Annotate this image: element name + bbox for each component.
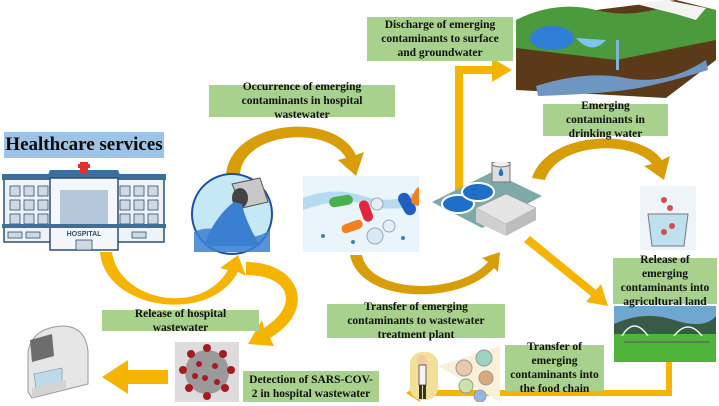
treatment-plant-icon [432, 162, 542, 236]
pharmaceuticals-in-water-image [303, 176, 419, 252]
sars-cov-2-virus-image [175, 342, 239, 402]
arrow-plant-to-groundwater [455, 58, 512, 192]
drinking-water-glass-image [640, 186, 696, 250]
arrow-plant-to-drinking [532, 138, 670, 180]
arrow-pipe-to-virus [246, 262, 298, 346]
pipe-discharge-icon [191, 173, 273, 255]
label-discharge: Discharge of emerging contaminants to su… [367, 17, 513, 61]
food-chain-illustration [410, 346, 500, 402]
arrow-hospital-to-pipe [100, 252, 246, 305]
arrow-pills-to-plant [350, 252, 500, 295]
label-detection: Detection of SARS-COV-2 in hospital wast… [243, 371, 379, 402]
arrow-virus-to-analyzer [102, 360, 168, 394]
hospital-sign: HOSPITAL [67, 231, 103, 238]
hospital-icon: HOSPITAL [2, 162, 166, 251]
arrow-pipe-to-pills [226, 126, 364, 176]
label-release-hospital: Release of hospital wastewater [102, 308, 259, 334]
label-occurrence: Occurrence of emerging contaminants in h… [209, 81, 395, 121]
pcr-analyzer-machine-icon [27, 325, 89, 399]
healthcare-services-title: Healthcare services [4, 132, 164, 158]
label-release-agri: Release of emerging contaminants into ag… [613, 254, 717, 308]
groundwater-landscape-image [516, 0, 716, 98]
arrow-plant-to-agri [524, 236, 608, 306]
title-text: Healthcare services [5, 134, 163, 155]
label-food-chain: Transfer of emerging contaminants into t… [505, 341, 604, 395]
agricultural-land-image [614, 306, 716, 362]
label-transfer-wwtp: Transfer of emerging contaminants to was… [327, 301, 505, 341]
label-drinking-water: Emerging contaminants in drinking water [543, 100, 668, 140]
